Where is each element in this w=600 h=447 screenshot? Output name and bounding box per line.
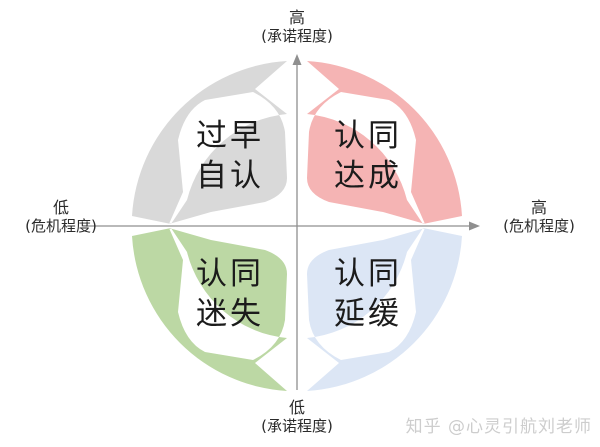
axis-label-left-level: 低: [52, 198, 69, 217]
axis-label-bottom: 低 (承诺程度): [227, 398, 367, 436]
quadrant-label-line: 认同: [334, 118, 402, 154]
horizontal-axis-arrowhead-icon: [469, 221, 480, 231]
quadrant-label-top-right: 认同 达成: [298, 116, 438, 196]
axis-label-bottom-name: (承诺程度): [261, 417, 333, 435]
quadrant-label-line: 认同: [196, 256, 264, 292]
axis-label-top-level: 高: [288, 8, 305, 27]
axis-label-right-name: (危机程度): [503, 217, 575, 235]
axis-label-top-name: (承诺程度): [261, 27, 333, 45]
axis-label-right-level: 高: [530, 198, 547, 217]
quadrant-label-bottom-left: 认同 迷失: [160, 254, 300, 334]
vertical-axis-arrowhead-icon: [292, 54, 302, 65]
quadrant-label-line: 延缓: [334, 296, 402, 332]
axis-label-right: 高 (危机程度): [483, 198, 595, 236]
watermark-text: 知乎 @心灵引航刘老师: [405, 417, 592, 437]
axes-lines: [86, 62, 472, 390]
quadrant-label-line: 认同: [334, 256, 402, 292]
quadrant-label-line: 迷失: [196, 296, 264, 332]
axis-label-top: 高 (承诺程度): [227, 8, 367, 46]
axis-label-bottom-level: 低: [288, 398, 305, 417]
axis-label-left: 低 (危机程度): [5, 198, 117, 236]
quadrant-label-line: 达成: [334, 158, 402, 194]
quadrant-label-line: 自认: [196, 158, 264, 194]
quadrant-label-bottom-right: 认同 延缓: [298, 254, 438, 334]
axis-label-left-name: (危机程度): [25, 217, 97, 235]
quadrant-label-top-left: 过早 自认: [160, 116, 300, 196]
quadrant-label-line: 过早: [196, 118, 264, 154]
